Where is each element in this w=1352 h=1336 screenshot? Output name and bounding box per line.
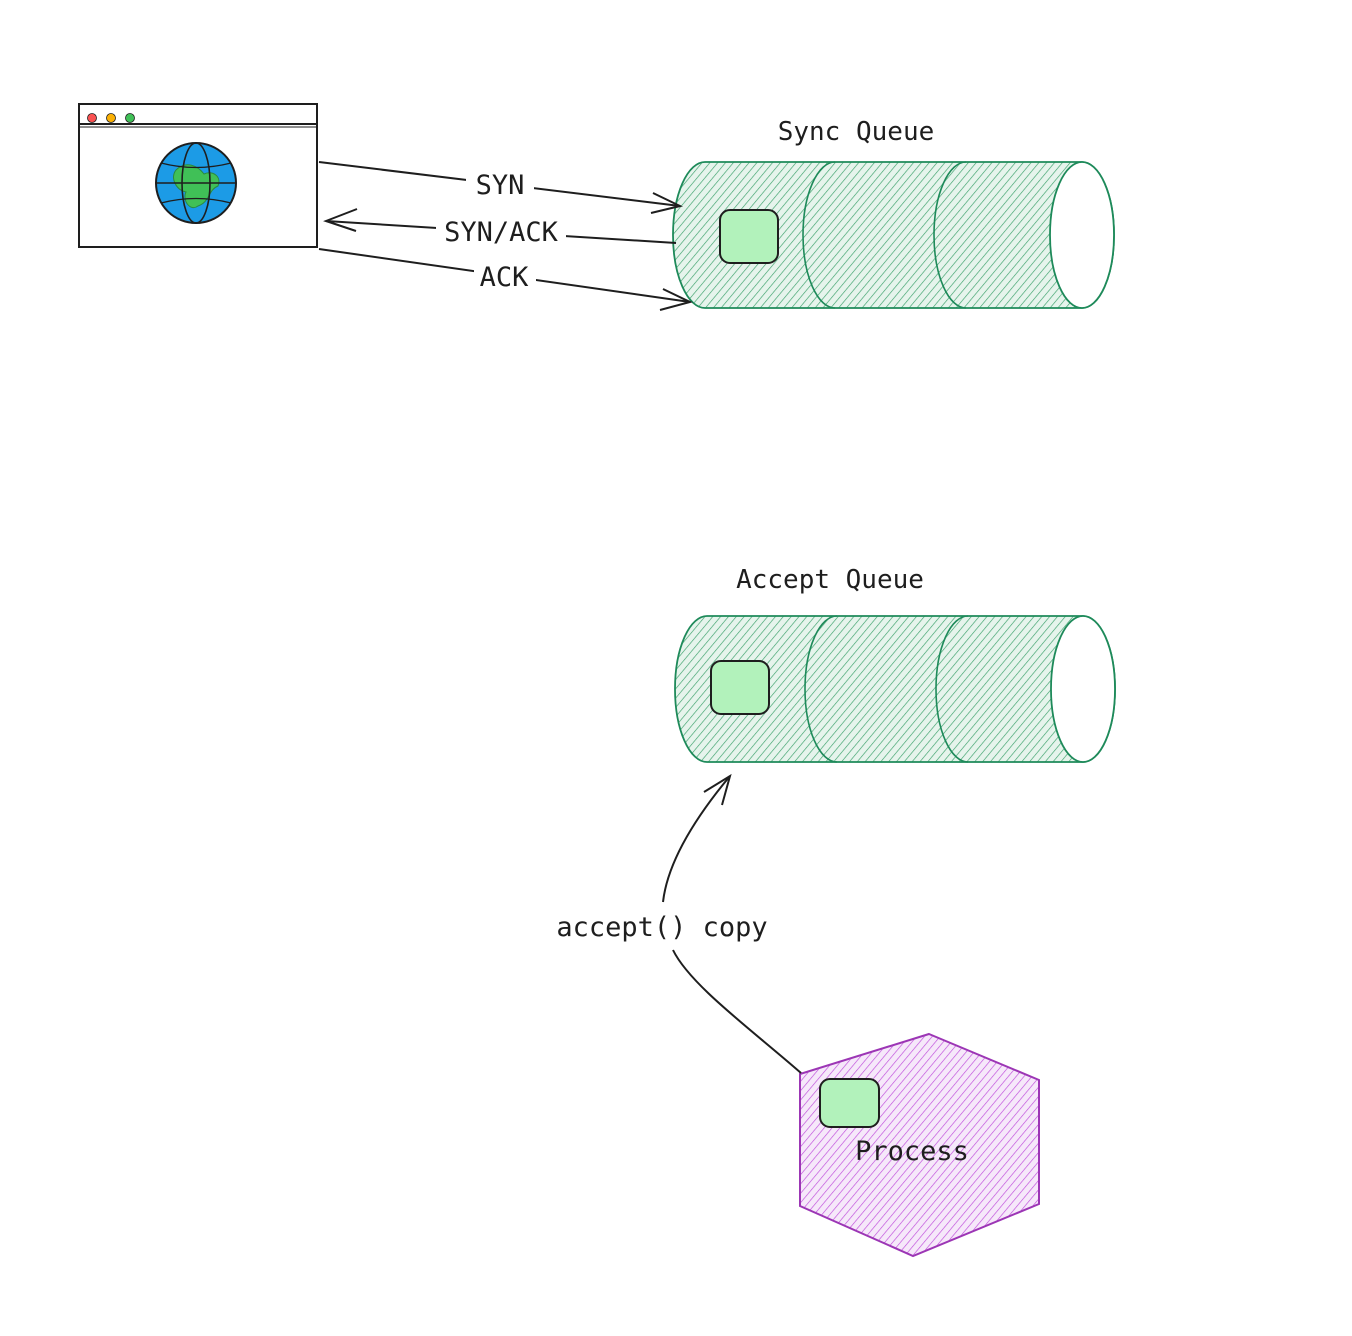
process-item	[819, 1078, 880, 1128]
accept-queue-item	[710, 660, 770, 715]
window-minimize-dot	[106, 113, 116, 123]
ack-arrowhead	[659, 288, 693, 311]
sync-queue-segment-2	[933, 161, 967, 309]
sync-queue-title: Sync Queue	[778, 117, 935, 147]
accept-queue-segment-1	[804, 615, 838, 763]
accept-edge-label: accept() copy	[556, 912, 767, 943]
globe-icon	[155, 142, 237, 224]
syn-arrowhead	[650, 192, 683, 214]
accept-arrowhead	[703, 773, 732, 806]
syn-label: SYN	[476, 170, 525, 201]
ack-label: ACK	[480, 262, 530, 293]
syn-ack-arrowhead	[323, 208, 358, 232]
accept-queue-segment-2	[935, 615, 969, 763]
window-maximize-dot	[125, 113, 135, 123]
accept-queue-title: Accept Queue	[736, 565, 924, 595]
window-close-dot	[87, 113, 97, 123]
process-label: Process	[855, 1136, 969, 1167]
sync-queue-segment-1	[802, 161, 836, 309]
syn-ack-label: SYN/ACK	[444, 217, 559, 248]
sync-queue: Sync Queue	[672, 117, 1115, 309]
process-node: Process	[799, 1032, 1040, 1258]
accept-queue: Accept Queue	[674, 565, 1116, 763]
sync-queue-item	[719, 209, 779, 264]
accept-arrow-lower	[672, 949, 802, 1074]
browser-window-icon	[78, 103, 318, 248]
accept-arrow-upper	[662, 775, 731, 903]
sync-queue-opening	[1049, 161, 1115, 309]
accept-edge	[662, 773, 802, 1074]
handshake-labels: SYN SYN/ACK ACK	[436, 168, 566, 293]
accept-queue-opening	[1050, 615, 1116, 763]
